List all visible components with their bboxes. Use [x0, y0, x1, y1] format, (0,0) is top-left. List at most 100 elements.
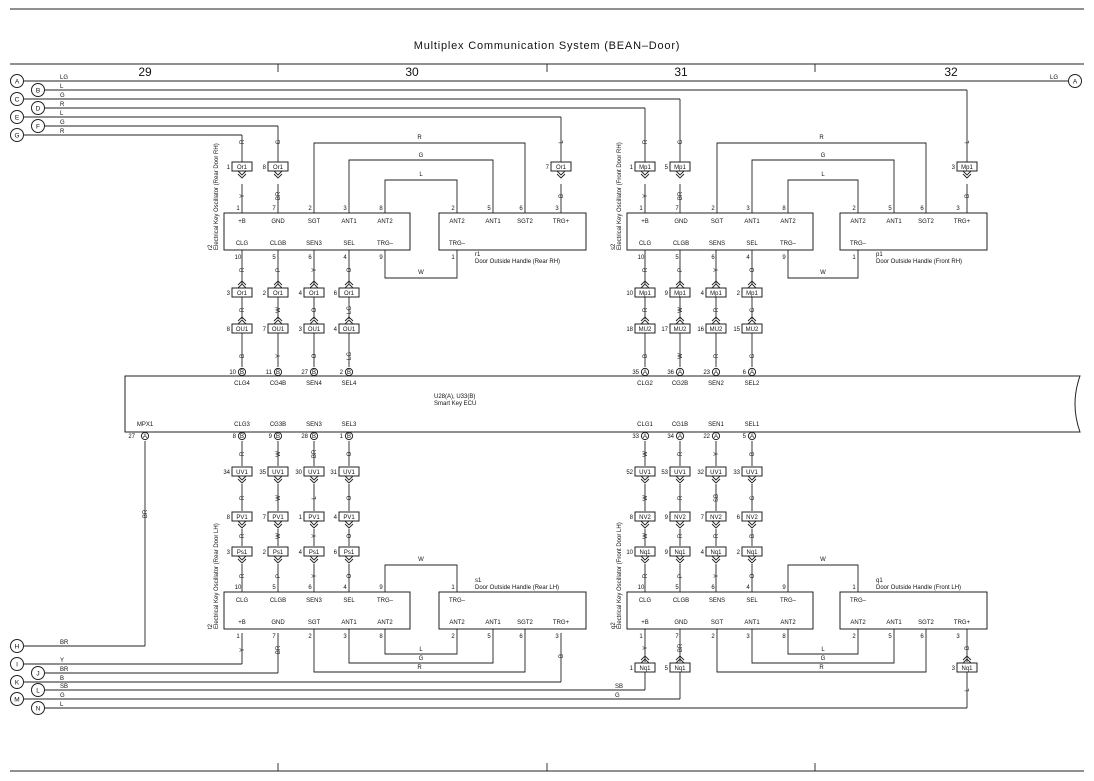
connector-pin: 53: [661, 470, 668, 476]
connector-label: Nq1: [674, 666, 686, 672]
ecu-bottom-terminal: [309, 431, 319, 441]
osc-pin-number: 10: [638, 255, 645, 261]
wire-color: G: [750, 307, 756, 312]
osc-pin-name: SEL: [746, 598, 758, 604]
connector-box: [634, 161, 656, 172]
plug-chevron: [273, 173, 283, 179]
ecu-bottom-label: CLG1: [637, 422, 653, 428]
osc-name: Electrical Key Oscillator (Rear Door LH): [214, 523, 220, 629]
osc-pin-name: CLG: [639, 241, 652, 247]
handle-pin-name: TRG+: [553, 620, 570, 626]
connector-pin: 3: [227, 550, 231, 556]
wire-color: Y: [643, 194, 649, 198]
osc-pin-name: +B: [641, 219, 649, 225]
osc-pin-name: TRG–: [377, 241, 394, 247]
ecu-top-terminal-label: B: [240, 370, 244, 376]
ecu-bottom-label: CG1B: [672, 422, 688, 428]
osc-pin-number: 3: [343, 206, 347, 212]
wire-color: W: [820, 270, 826, 276]
left-wire-color: L: [60, 702, 64, 708]
plug-chevron: [675, 173, 685, 179]
left-terminal: [10, 692, 24, 706]
ecu-mpx-pin: 27: [128, 434, 135, 440]
handle-pin-number: 6: [920, 634, 924, 640]
connector-label: Mp1: [674, 165, 686, 171]
plug-chevron: [747, 319, 757, 325]
wire-color: R: [643, 139, 649, 144]
osc-code: q2: [611, 622, 617, 629]
connector-label: Mp1: [961, 165, 973, 171]
connector-box: [634, 511, 656, 522]
ecu-mpx-label: MPX1: [137, 422, 154, 428]
ecu-top-label: SEN2: [708, 381, 724, 387]
connector-pin: 8: [630, 515, 634, 521]
connector-box: [338, 546, 360, 557]
ecu-bottom-label: CG3B: [270, 422, 286, 428]
wire-color: G: [821, 153, 826, 159]
osc-pin-name: CLG: [236, 598, 249, 604]
ecu-bottom-pin: 8: [233, 434, 237, 440]
plug-chevron: [344, 280, 354, 286]
ecu-bottom-terminal-label: A: [750, 434, 754, 440]
wire-color: Y: [714, 574, 720, 578]
osc-pin-name: SEL: [343, 598, 355, 604]
plug-chevron: [273, 280, 283, 286]
loop-r: [716, 629, 927, 673]
connector-box: [956, 662, 978, 673]
left-terminal: [10, 128, 24, 142]
plug-chevron: [711, 478, 721, 484]
handle-pin-number: 6: [519, 206, 523, 212]
wire-color: W: [820, 557, 826, 563]
plug-chevron: [556, 170, 566, 176]
plug-chevron: [344, 283, 354, 289]
oscillator-box: [223, 591, 411, 630]
ecu-top-label: SEL4: [342, 381, 357, 387]
plug-chevron: [747, 478, 757, 484]
left-wire-color: L: [60, 84, 64, 90]
osc-pin-number: 4: [746, 585, 750, 591]
connector-label: Or1: [273, 165, 284, 171]
wire-color: L: [821, 647, 825, 653]
ecu-top-terminal: [273, 367, 283, 377]
osc-pin-name: TRG–: [377, 598, 394, 604]
wire-color: B: [559, 654, 565, 658]
connector-box: [550, 161, 572, 172]
connector-pin: 2: [737, 550, 741, 556]
left-terminal: [31, 119, 45, 133]
plug-chevron: [675, 475, 685, 481]
wire-color: O: [312, 307, 318, 312]
osc-pin-name: ANT1: [341, 620, 357, 626]
connector-label: OU1: [236, 327, 249, 333]
connector-box: [705, 546, 727, 557]
osc-pin-number: 3: [746, 206, 750, 212]
connector-box: [669, 161, 691, 172]
osc-pin-number: 10: [638, 585, 645, 591]
plug-chevron: [675, 170, 685, 176]
wire-color: Y: [240, 194, 246, 198]
wire-color: B: [965, 646, 971, 650]
wire-color: L: [965, 140, 971, 144]
plug-chevron: [344, 316, 354, 322]
left-wire-color: R: [60, 129, 65, 135]
osc-pin-name: SEL: [746, 241, 758, 247]
connector-label: Mp1: [710, 291, 722, 297]
handle-code: s1: [475, 578, 482, 584]
plug-chevron: [747, 520, 757, 526]
left-terminal-label: K: [15, 680, 20, 687]
wire-color: G: [276, 139, 282, 144]
left-wire-color: SB: [60, 684, 68, 690]
plug-chevron: [237, 558, 247, 564]
plug-chevron: [273, 283, 283, 289]
osc-pin-number: 8: [782, 206, 786, 212]
connector-pin: 33: [733, 470, 740, 476]
ecu-top-terminal-label: B: [347, 370, 351, 376]
connector-pin: 9: [665, 515, 669, 521]
connector-label: Nq1: [674, 550, 686, 556]
plug-chevron: [640, 478, 650, 484]
connector-label: Ps1: [237, 550, 248, 556]
connector-label: Nq1: [746, 550, 758, 556]
osc-pin-name: CLG: [236, 241, 249, 247]
wire-color: LG: [347, 352, 353, 360]
connector-pin: 8: [227, 515, 231, 521]
plug-chevron: [747, 558, 757, 564]
